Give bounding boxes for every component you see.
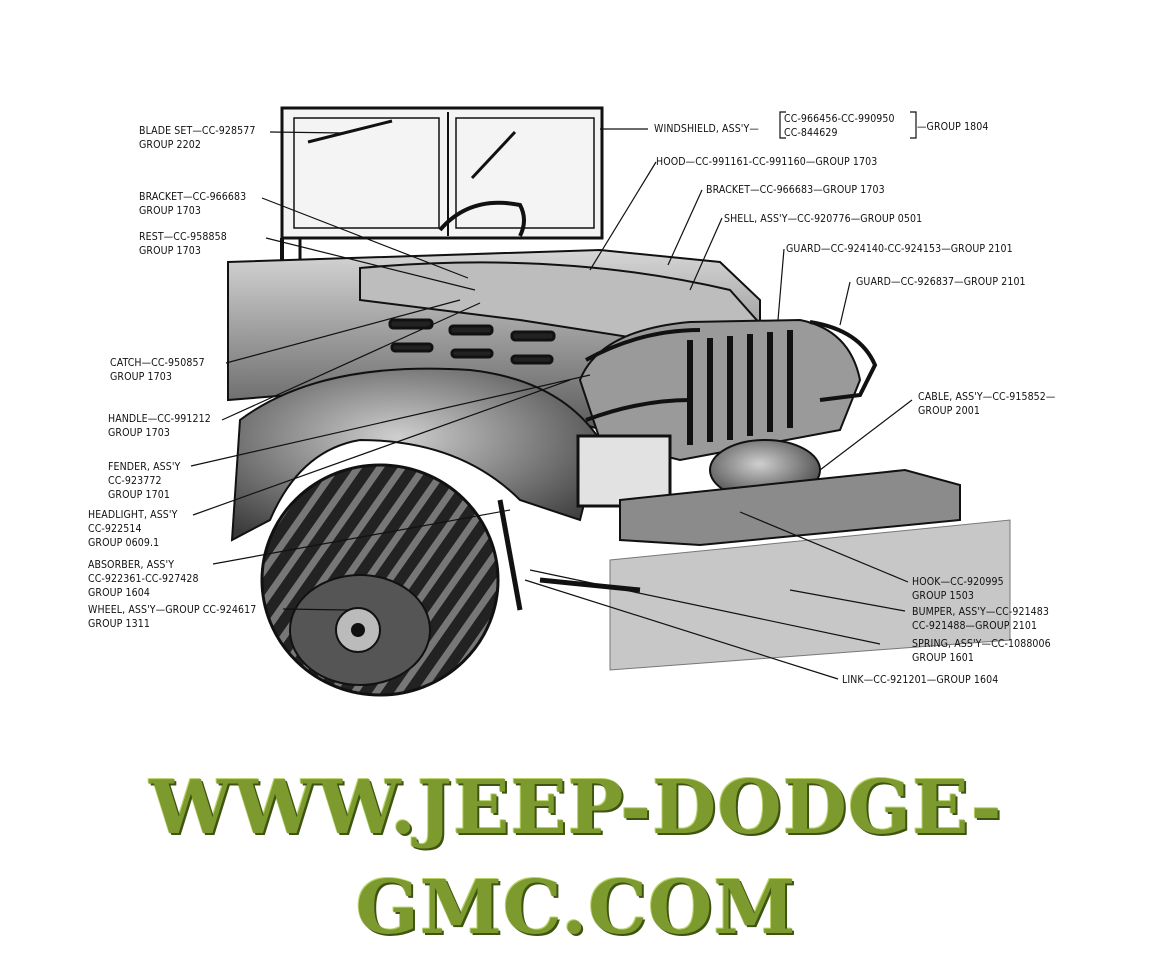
label-bracket-left: BRACKET—CC-966683 GROUP 1703 <box>139 190 246 218</box>
grille <box>578 318 878 462</box>
label-guard-1: GUARD—CC-924140-CC-924153—GROUP 2101 <box>786 243 1013 255</box>
label-shell: SHELL, ASS'Y—CC-920776—GROUP 0501 <box>724 213 923 225</box>
label-guard-2: GUARD—CC-926837—GROUP 2101 <box>856 276 1026 288</box>
label-line: GROUP 1701 <box>108 489 170 501</box>
label-bumper: BUMPER, ASS'Y—CC-921483 CC-921488—GROUP … <box>912 605 1049 633</box>
label-hood: HOOD—CC-991161-CC-991160—GROUP 1703 <box>656 156 878 168</box>
label-line: CC-922361-CC-927428 <box>88 573 199 585</box>
label-line: GROUP 1503 <box>912 590 974 602</box>
label-line: GROUP 2001 <box>918 405 980 417</box>
label-wheel: WHEEL, ASS'Y—GROUP CC-924617 GROUP 1311 <box>88 603 256 631</box>
label-bracket-right: BRACKET—CC-966683—GROUP 1703 <box>706 184 885 196</box>
label-line: GROUP 0609.1 <box>88 537 160 549</box>
label-line: BRACKET—CC-966683 <box>139 191 247 203</box>
label-line: CC-966456-CC-990950 <box>784 113 895 125</box>
label-line: CATCH—CC-950857 <box>110 357 205 369</box>
label-line: GROUP 1703 <box>139 205 201 217</box>
label-hook: HOOK—CC-920995 GROUP 1503 <box>912 575 1004 603</box>
license-plate <box>576 434 672 508</box>
label-windshield-parts: CC-966456-CC-990950 CC-844629 <box>784 112 895 140</box>
wheel <box>260 463 500 697</box>
bumper-shadow <box>609 519 1011 671</box>
label-line: GROUP 1703 <box>108 427 170 439</box>
label-spring: SPRING, ASS'Y—CC-1088006 GROUP 1601 <box>912 637 1051 665</box>
label-line: SPRING, ASS'Y—CC-1088006 <box>912 638 1051 650</box>
label-line: GROUP 1703 <box>139 245 201 257</box>
label-line: BUMPER, ASS'Y—CC-921483 <box>912 606 1050 618</box>
label-handle: HANDLE—CC-991212 GROUP 1703 <box>108 412 211 440</box>
label-line: GROUP 1601 <box>912 652 974 664</box>
label-line: GROUP 2202 <box>139 139 201 151</box>
label-line: CC-923772 <box>108 475 162 487</box>
label-line: HOOK—CC-920995 <box>912 576 1004 588</box>
label-line: GROUP 1604 <box>88 587 150 599</box>
hood-louvers <box>388 318 556 365</box>
label-line: FENDER, ASS'Y <box>108 461 181 473</box>
label-headlight: HEADLIGHT, ASS'Y CC-922514 GROUP 0609.1 <box>88 508 177 550</box>
leader-lines <box>190 128 913 680</box>
label-line: CC-921488—GROUP 2101 <box>912 620 1038 632</box>
label-line: GROUP 1703 <box>110 371 172 383</box>
website-footer[interactable]: WWW.JEEP-DODGE-GMC.COM <box>149 765 1003 951</box>
label-line: BLADE SET—CC-928577 <box>139 125 256 137</box>
label-line: CC-844629 <box>784 127 838 139</box>
label-windshield-prefix: WINDSHIELD, ASS'Y— <box>654 123 759 135</box>
label-catch: CATCH—CC-950857 GROUP 1703 <box>110 356 205 384</box>
parts-diagram: BLADE SET—CC-928577 GROUP 2202 BRACKET—C… <box>88 106 1055 951</box>
label-absorber: ABSORBER, ASS'Y CC-922361-CC-927428 GROU… <box>88 558 199 600</box>
label-windshield-group: —GROUP 1804 <box>917 121 989 133</box>
label-blade-set: BLADE SET—CC-928577 GROUP 2202 <box>139 124 255 152</box>
label-cable: CABLE, ASS'Y—CC-915852— GROUP 2001 <box>918 390 1055 418</box>
label-line: ABSORBER, ASS'Y <box>88 559 175 571</box>
label-line: CABLE, ASS'Y—CC-915852— <box>918 391 1056 403</box>
label-rest: REST—CC-958858 GROUP 1703 <box>139 230 227 258</box>
suspension <box>497 499 641 611</box>
label-line: HEADLIGHT, ASS'Y <box>88 509 178 521</box>
truck-illustration <box>190 106 1011 697</box>
label-line: HANDLE—CC-991212 <box>108 413 211 425</box>
bumper <box>619 468 961 547</box>
label-line: GROUP 1311 <box>88 618 150 630</box>
windshield-bracket <box>779 111 917 139</box>
label-line: REST—CC-958858 <box>139 231 227 243</box>
label-line: WHEEL, ASS'Y—GROUP CC-924617 <box>88 604 257 616</box>
label-fender: FENDER, ASS'Y CC-923772 GROUP 1701 <box>108 460 180 502</box>
label-link: LINK—CC-921201—GROUP 1604 <box>842 674 999 686</box>
label-line: CC-922514 <box>88 523 142 535</box>
